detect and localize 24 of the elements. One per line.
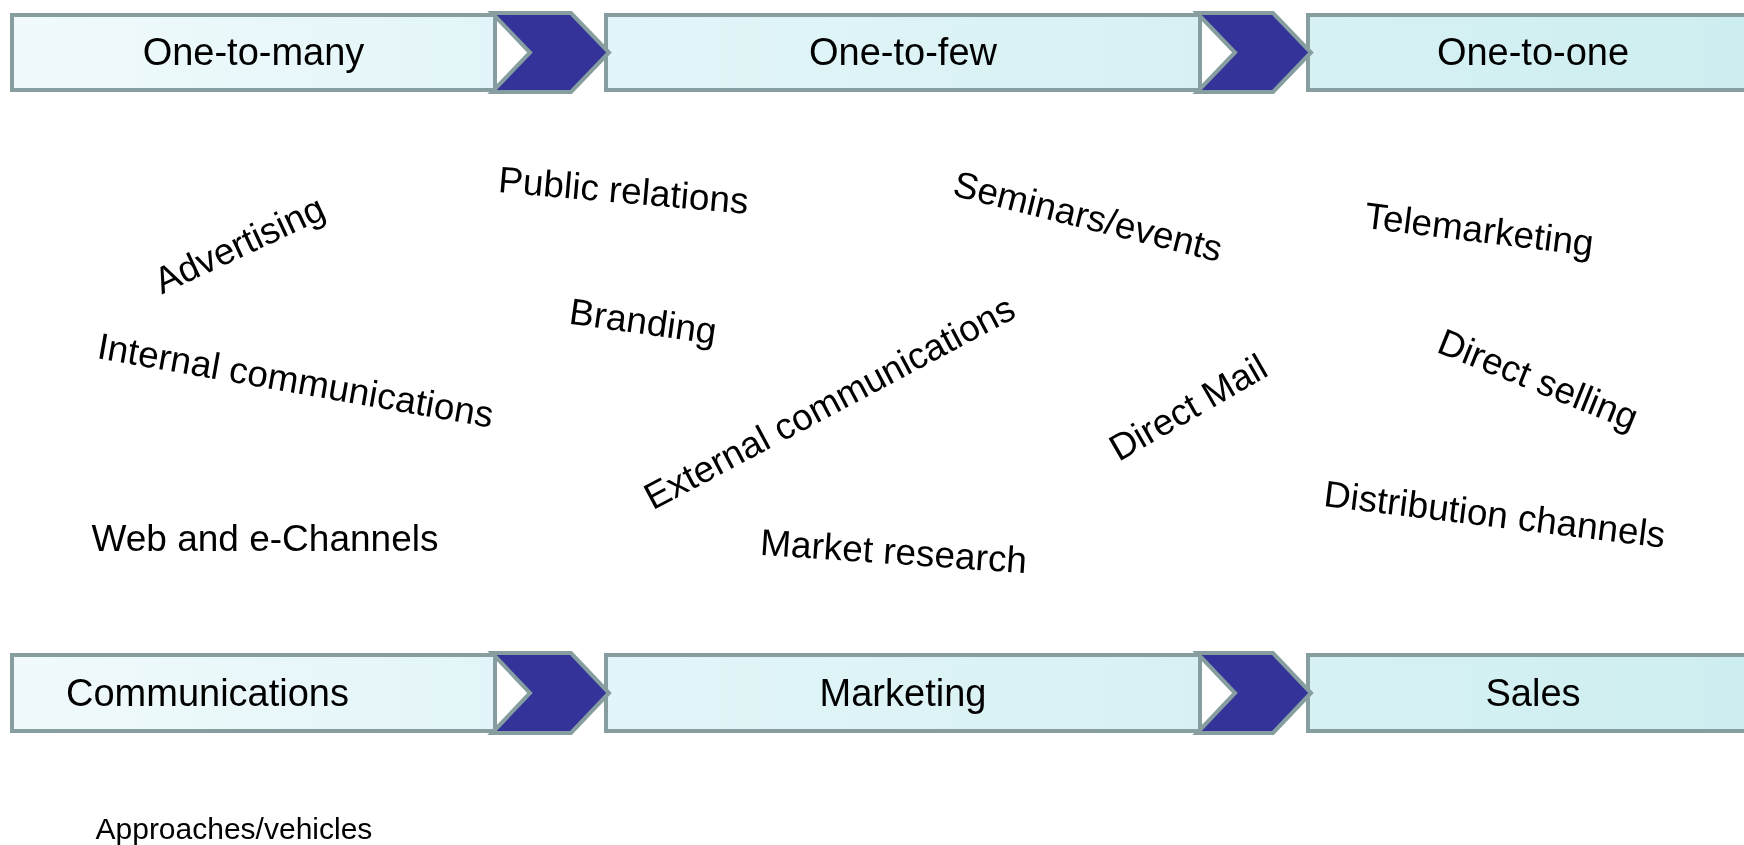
band-label: One-to-few [809,31,997,74]
chevron-arrow [487,11,612,94]
band-segment [604,653,1202,733]
band-segment [10,13,497,92]
chevron-arrow [1192,11,1314,94]
channel-label: Public relations [496,159,750,223]
band-label: Communications [66,671,349,715]
band-segment [10,653,497,733]
channel-label: Direct selling [1431,320,1644,440]
band-label: Sales [1485,671,1581,715]
band-label: One-to-many [142,31,365,74]
band-segment [1306,13,1744,92]
channel-label: Branding [566,290,720,354]
channel-label: Distribution channels [1321,473,1668,557]
chevron-arrow [1192,651,1314,735]
band-segment [604,13,1202,92]
channel-label: Telemarketing [1362,195,1597,265]
band-segment [1306,653,1744,733]
chevron-arrow [487,651,612,735]
channel-label: Market research [758,521,1028,583]
band-label: Marketing [819,671,987,715]
footnote-text: Approaches/vehicles [95,812,373,845]
band-label: One-to-one [1436,31,1630,74]
channel-label: Web and e-Channels [91,518,439,560]
